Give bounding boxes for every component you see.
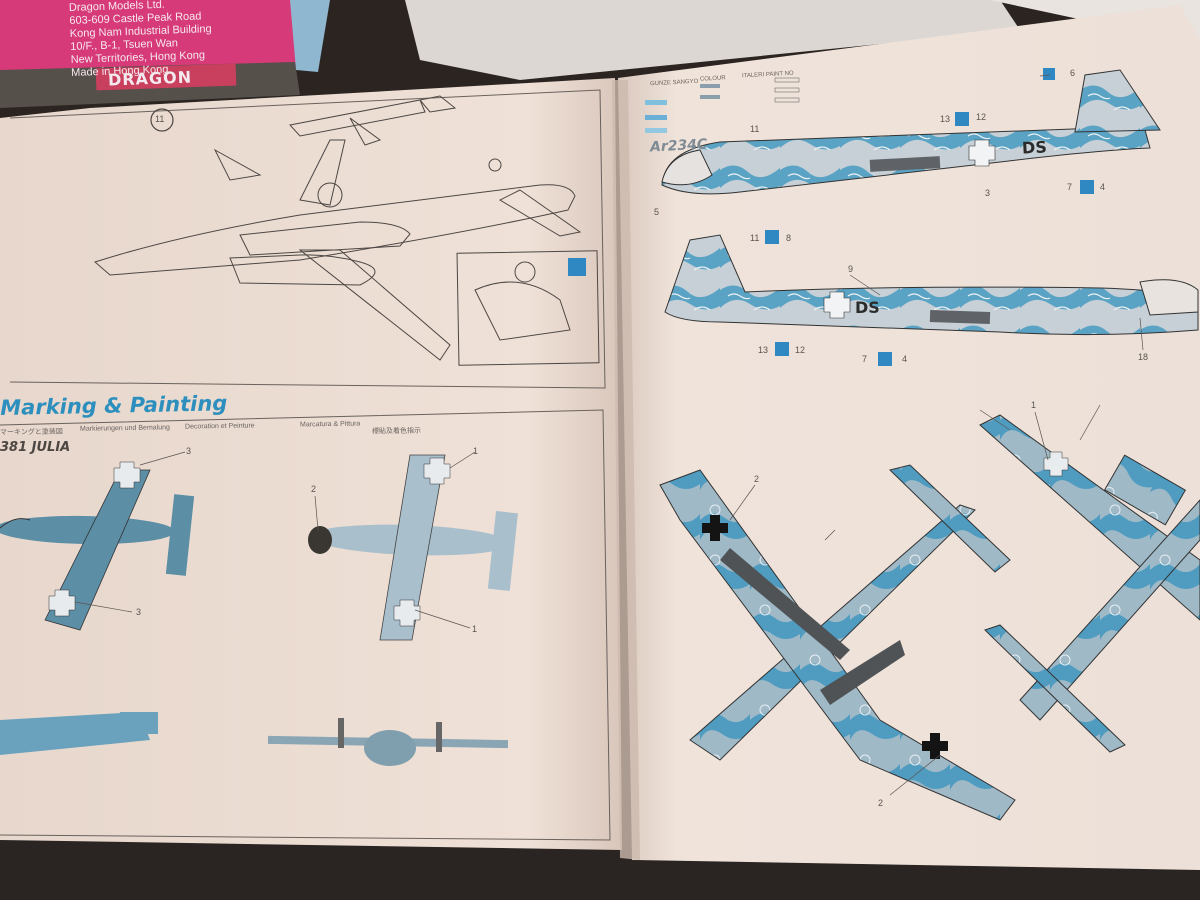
box-brand-logo: DRAGON: [107, 67, 193, 90]
sub-label-it: Marcatura & Pittura: [299, 420, 361, 429]
callout-mid-12: 12: [795, 345, 806, 355]
balkenkreuz-icon: [1043, 451, 1069, 477]
step-number: 11: [155, 114, 165, 124]
callout-3a: 3: [186, 446, 192, 456]
model-kit-box: [0, 0, 330, 108]
aircraft-top-view-1: [659, 464, 1016, 821]
callout-2: 2: [311, 484, 317, 494]
profile-view-2: [308, 454, 518, 641]
callout-mid-8: 8: [786, 233, 792, 243]
fuselage-code-top: DS: [1021, 137, 1048, 158]
profile-view-1: [0, 469, 195, 631]
aircraft-profile-top: [661, 69, 1161, 195]
paper-sheet: [405, 0, 1020, 80]
callout-top-7: 7: [1067, 182, 1073, 192]
balkenkreuz-icon: [423, 457, 451, 485]
callout-1a: 1: [473, 446, 479, 456]
model-label: Ar234C: [649, 136, 708, 156]
detail-inset: [456, 250, 600, 366]
profile-view-3: [0, 712, 158, 755]
callout-mid-4: 4: [902, 354, 908, 364]
decal-number-icon: [1043, 68, 1055, 80]
aircraft-profile-middle: [664, 234, 1199, 336]
decal-number-icon: [568, 258, 586, 276]
balkenkreuz-icon: [702, 515, 728, 541]
callout-top-6: 6: [1070, 68, 1076, 78]
callout-1b: 1: [472, 624, 478, 634]
balkenkreuz-icon: [968, 139, 996, 167]
variant-label: 381 JULIA: [0, 440, 71, 455]
callout-mid-7: 7: [862, 354, 868, 364]
decal-number-icon: [775, 342, 789, 356]
decal-number-icon: [955, 112, 969, 126]
callout-mid-9: 9: [848, 264, 854, 274]
sub-label-fr: Decoration et Peinture: [184, 422, 255, 431]
callout-top-12: 12: [976, 112, 987, 122]
callout-top-3: 3: [985, 188, 991, 198]
callout-bottom-1: 1: [1031, 400, 1037, 410]
callout-3b: 3: [136, 607, 142, 617]
sub-label-jp: マーキングと塗装図: [0, 428, 63, 437]
balkenkreuz-icon: [823, 291, 851, 319]
balkenkreuz-icon: [48, 589, 76, 617]
decal-number-icon: [765, 230, 779, 244]
front-view: [267, 718, 509, 766]
right-page: [618, 5, 1200, 870]
callout-bottom-2a: 2: [754, 474, 760, 484]
decal-number-icon: [1080, 180, 1094, 194]
callout-bottom-2b: 2: [878, 798, 884, 808]
section-title: Marking & Painting: [0, 391, 228, 420]
sub-label-cn: 標貼及着色指示: [371, 427, 422, 436]
balkenkreuz-icon: [922, 733, 948, 759]
decal-number-icon: [878, 352, 892, 366]
assembly-step-frame: [9, 89, 606, 389]
callout-mid-11: 11: [750, 233, 760, 243]
callout-top-13: 13: [940, 114, 951, 124]
callout-top-11: 11: [750, 124, 760, 134]
callout-top-4: 4: [1100, 182, 1106, 192]
callout-mid-18: 18: [1138, 352, 1149, 362]
balkenkreuz-icon: [393, 599, 421, 627]
callout-mid-13: 13: [758, 345, 769, 355]
aircraft-top-view-2: [979, 414, 1200, 753]
line-art-aircraft: [93, 95, 582, 361]
callout-top-5: 5: [654, 207, 660, 217]
fuselage-code-mid: DS: [855, 298, 880, 317]
balkenkreuz-icon: [113, 461, 141, 489]
color-swatch-table: [645, 77, 800, 133]
